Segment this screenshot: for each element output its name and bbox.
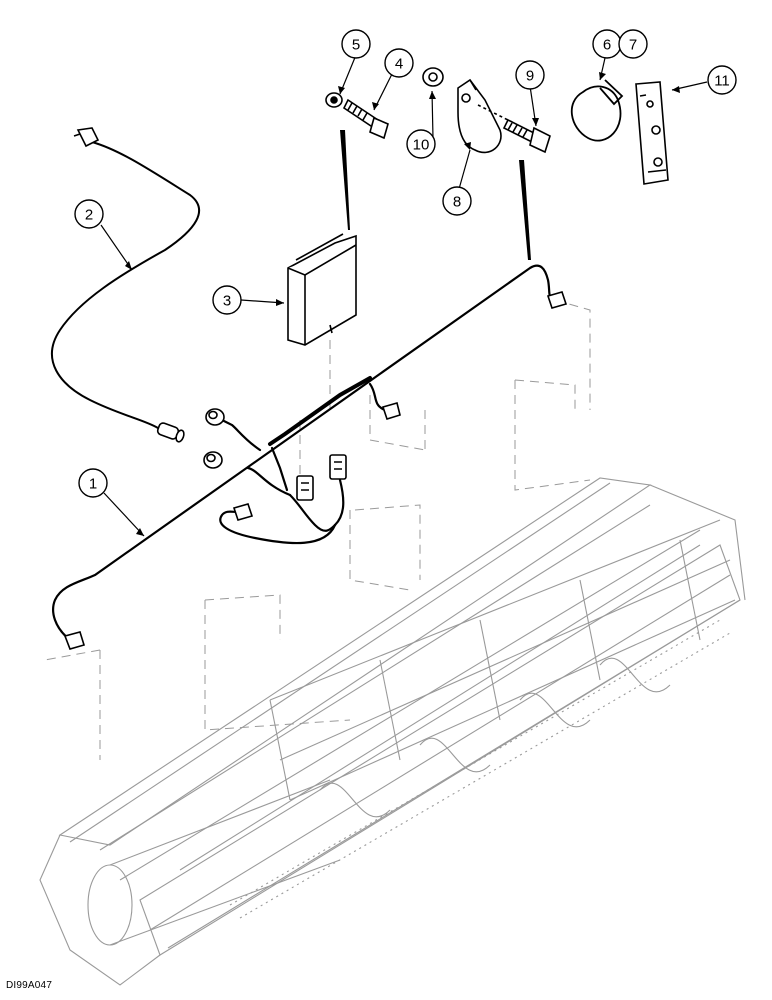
- callout-6-label: 6: [603, 37, 611, 54]
- callout-8-label: 8: [453, 194, 461, 211]
- callout-5-label: 5: [352, 37, 360, 54]
- callout-arrowheads: [125, 72, 680, 536]
- callout-11: 11: [707, 65, 737, 95]
- bolt-item9: [502, 118, 551, 154]
- clamp-item8: [457, 78, 513, 154]
- bracket-item11: [635, 81, 669, 185]
- callout-4: 4: [384, 48, 414, 78]
- callout-7: 7: [618, 29, 648, 59]
- jumper-harness: [50, 141, 201, 429]
- connector-center-branch: [381, 402, 401, 420]
- connector-item2-bottom: [156, 422, 185, 443]
- connector-harness-left-end: [63, 631, 86, 650]
- control-module: [287, 233, 357, 346]
- callout-leaders: [100, 54, 708, 537]
- bolt-item4: [342, 98, 389, 140]
- mounting-guidelines: [44, 299, 591, 760]
- connector-round-upper: [205, 408, 225, 426]
- connector-round-lower: [203, 451, 223, 469]
- main-harness: [52, 264, 554, 642]
- alignment-wedges: [340, 130, 531, 260]
- connector-plug-left: [296, 475, 314, 501]
- connector-loop: [232, 503, 254, 521]
- callout-4-label: 4: [395, 56, 403, 73]
- callout-10-label: 10: [413, 137, 430, 154]
- figure-id: DI99A047: [6, 980, 53, 991]
- callout-5: 5: [341, 29, 371, 59]
- connector-item2-top: [73, 127, 100, 148]
- callout-2-label: 2: [85, 207, 93, 224]
- callout-8: 8: [442, 186, 472, 216]
- nut-item5: [325, 92, 343, 108]
- callout-9-label: 9: [526, 68, 534, 85]
- nut-item10: [422, 67, 444, 87]
- cable-tie-item6: [570, 79, 624, 142]
- connector-plug-right: [329, 454, 347, 480]
- callout-9: 9: [515, 60, 545, 90]
- callout-3-label: 3: [223, 293, 231, 310]
- callout-10: 10: [406, 129, 436, 159]
- callout-7-label: 7: [629, 37, 637, 54]
- callout-1-label: 1: [89, 476, 97, 493]
- connectors: [63, 127, 568, 650]
- header-outline: [39, 477, 746, 986]
- callout-11-label: 11: [714, 73, 730, 90]
- callout-1: 1: [78, 468, 108, 498]
- callout-6: 6: [592, 29, 622, 59]
- callout-3: 3: [212, 285, 242, 315]
- callout-2: 2: [74, 199, 104, 229]
- connector-harness-right-end: [546, 291, 568, 309]
